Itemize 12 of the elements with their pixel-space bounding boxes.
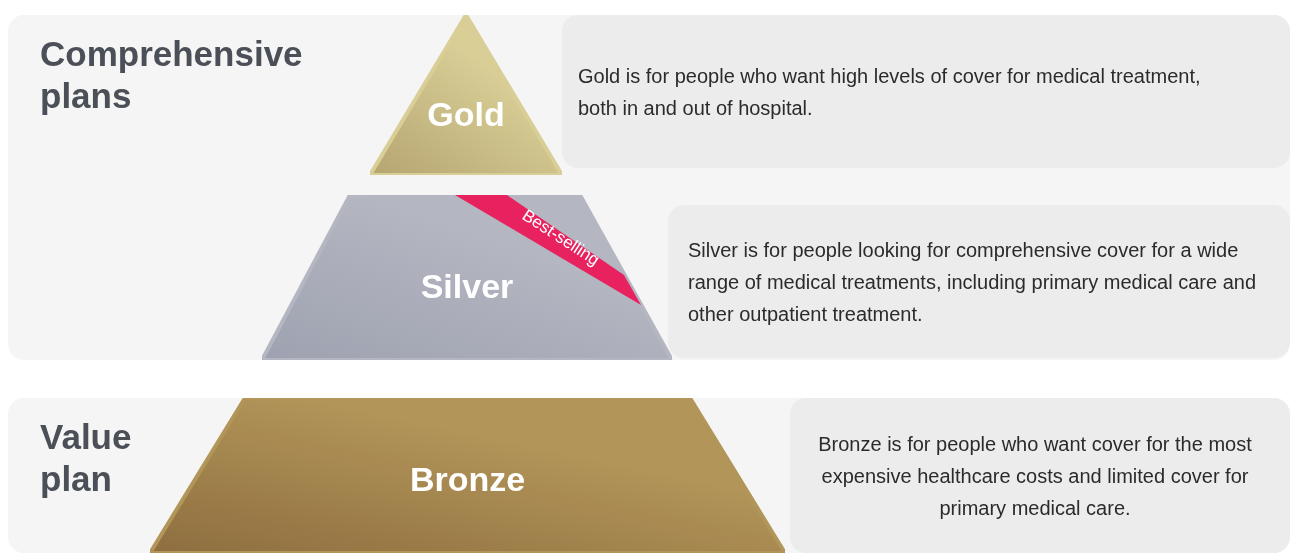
plan-description: Bronze is for people who want cover for the most expensive healthcare costs and limited cover for primary medical care. bbox=[817, 431, 1253, 521]
tier-label: Bronze bbox=[409, 459, 526, 500]
section-panel bbox=[8, 15, 1290, 360]
plan-description: Silver is for people looking for comprehensive cover for a wide range of medical treatments, including primary medical care and other outpatient treatment. bbox=[688, 237, 1258, 327]
section-panel bbox=[8, 398, 1290, 553]
section-heading: Value plan bbox=[40, 416, 132, 500]
description-card bbox=[562, 15, 1290, 168]
section-heading: Comprehensive plans bbox=[40, 33, 303, 117]
description-card bbox=[668, 205, 1290, 358]
plan-description: Gold is for people who want high levels of cover for medical treatment, both in and out of hospital. bbox=[578, 63, 1202, 121]
tier-label: Gold bbox=[427, 94, 505, 135]
tier-label: Silver bbox=[420, 266, 514, 307]
